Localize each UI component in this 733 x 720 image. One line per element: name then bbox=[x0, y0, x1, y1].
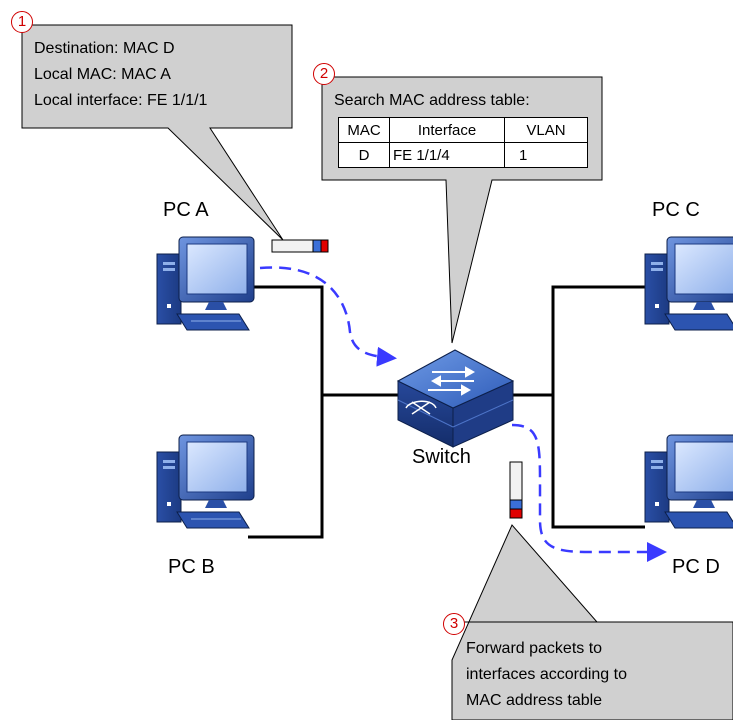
network-links bbox=[248, 285, 645, 539]
flow-arrow-in bbox=[259, 266, 397, 367]
pc-c-label: PC C bbox=[652, 199, 700, 221]
link-pc-c bbox=[551, 285, 645, 395]
link-pc-d bbox=[551, 395, 645, 529]
pc-d-icon bbox=[644, 434, 733, 529]
callout-1-number-badge: 1 bbox=[11, 11, 33, 33]
pc-b-icon bbox=[156, 434, 255, 529]
callout-3-line-2: interfaces according to bbox=[466, 666, 627, 683]
mac-table-header-interface: Interface bbox=[389, 117, 505, 143]
callout-3-box bbox=[451, 524, 733, 720]
pc-c-icon bbox=[644, 236, 733, 331]
link-pc-a bbox=[248, 285, 324, 395]
mac-table-header-row: MAC Interface VLAN bbox=[338, 117, 588, 143]
callout-2-number-badge: 2 bbox=[313, 63, 335, 85]
switch-icon bbox=[396, 349, 515, 448]
mac-table-cell-mac: D bbox=[338, 142, 390, 168]
switch-label: Switch bbox=[412, 446, 471, 468]
callout-1-line-2: Local MAC: MAC A bbox=[34, 66, 171, 83]
mac-table-header-mac: MAC bbox=[338, 117, 390, 143]
mac-table-cell-vlan: 1 bbox=[504, 142, 588, 168]
callout-1-line-1: Destination: MAC D bbox=[34, 40, 175, 57]
callout-3-line-3: MAC address table bbox=[466, 692, 603, 709]
pc-d-label: PC D bbox=[672, 556, 720, 578]
pc-b-label: PC B bbox=[168, 556, 215, 578]
mac-address-table: MAC Interface VLAN D FE 1/1/4 1 bbox=[338, 117, 588, 168]
callout-2-title: Search MAC address table: bbox=[334, 92, 530, 109]
packet-icon-a bbox=[271, 239, 329, 253]
flow-arrow-out bbox=[511, 423, 667, 562]
callout-3-line-1: Forward packets to bbox=[466, 640, 603, 657]
pc-a-label: PC A bbox=[163, 199, 209, 221]
packet-icon-d bbox=[509, 461, 523, 519]
mac-table-header-vlan: VLAN bbox=[504, 117, 588, 143]
callout-1-line-3: Local interface: FE 1/1/1 bbox=[34, 92, 208, 109]
pc-a-icon bbox=[156, 236, 255, 331]
mac-table-row: D FE 1/1/4 1 bbox=[338, 142, 588, 168]
callout-1-box bbox=[21, 24, 293, 241]
callout-3-number-badge: 3 bbox=[443, 613, 465, 635]
mac-table-cell-interface: FE 1/1/4 bbox=[389, 142, 505, 168]
link-pc-b bbox=[248, 395, 324, 539]
